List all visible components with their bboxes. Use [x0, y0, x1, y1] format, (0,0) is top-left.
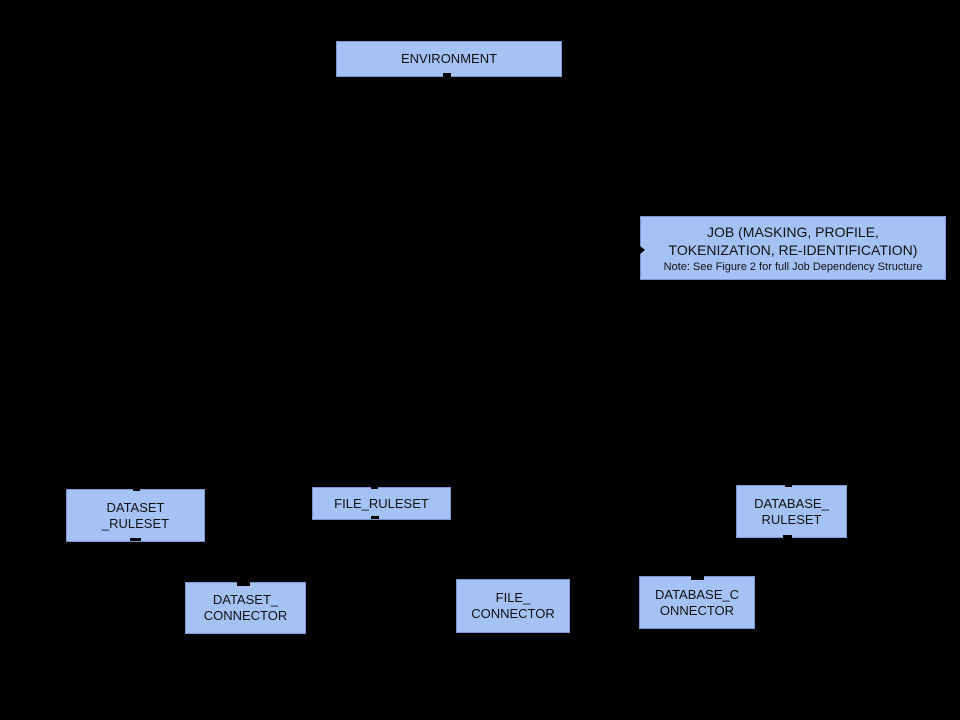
arrowhead-dataset-connector-top-icon [237, 582, 250, 586]
node-database-ruleset: DATABASE_ RULESET [736, 485, 847, 538]
node-database-ruleset-label: DATABASE_ RULESET [754, 495, 829, 527]
tick-database-ruleset-top-icon [785, 485, 792, 487]
tick-database-ruleset-bottom-icon [783, 535, 792, 538]
node-dataset-connector: DATASET_ CONNECTOR [185, 582, 306, 634]
node-environment-label: ENVIRONMENT [400, 51, 498, 66]
node-dataset-ruleset-label: DATASET _RULESET [101, 499, 170, 531]
tick-file-ruleset-top-icon [371, 487, 378, 489]
node-environment: ENVIRONMENT [336, 41, 562, 77]
node-dataset-connector-label: DATASET_ CONNECTOR [203, 592, 288, 623]
node-dataset-ruleset: DATASET _RULESET [66, 489, 205, 542]
node-database-connector-label: DATABASE_C ONNECTOR [654, 586, 740, 618]
tick-dataset-ruleset-top-icon [133, 489, 140, 491]
tick-file-ruleset-bottom-icon [371, 516, 379, 519]
node-job-label: JOB (MASKING, PROFILE, TOKENIZATION, RE-… [668, 223, 918, 258]
node-file-connector: FILE_ CONNECTOR [456, 579, 570, 633]
node-job-note: Note: See Figure 2 for full Job Dependen… [663, 260, 923, 273]
node-file-connector-label: FILE_ CONNECTOR [471, 590, 555, 621]
arrowhead-environment-bottom-icon [443, 73, 451, 77]
node-file-ruleset-label: FILE_RULESET [334, 495, 429, 511]
node-file-ruleset: FILE_RULESET [312, 487, 451, 520]
node-job: JOB (MASKING, PROFILE, TOKENIZATION, RE-… [640, 216, 946, 280]
tick-dataset-ruleset-bottom-icon [130, 538, 141, 541]
arrowhead-job-left-icon [640, 246, 645, 254]
arrowhead-database-connector-top-icon [691, 576, 704, 580]
node-database-connector: DATABASE_C ONNECTOR [639, 576, 755, 629]
